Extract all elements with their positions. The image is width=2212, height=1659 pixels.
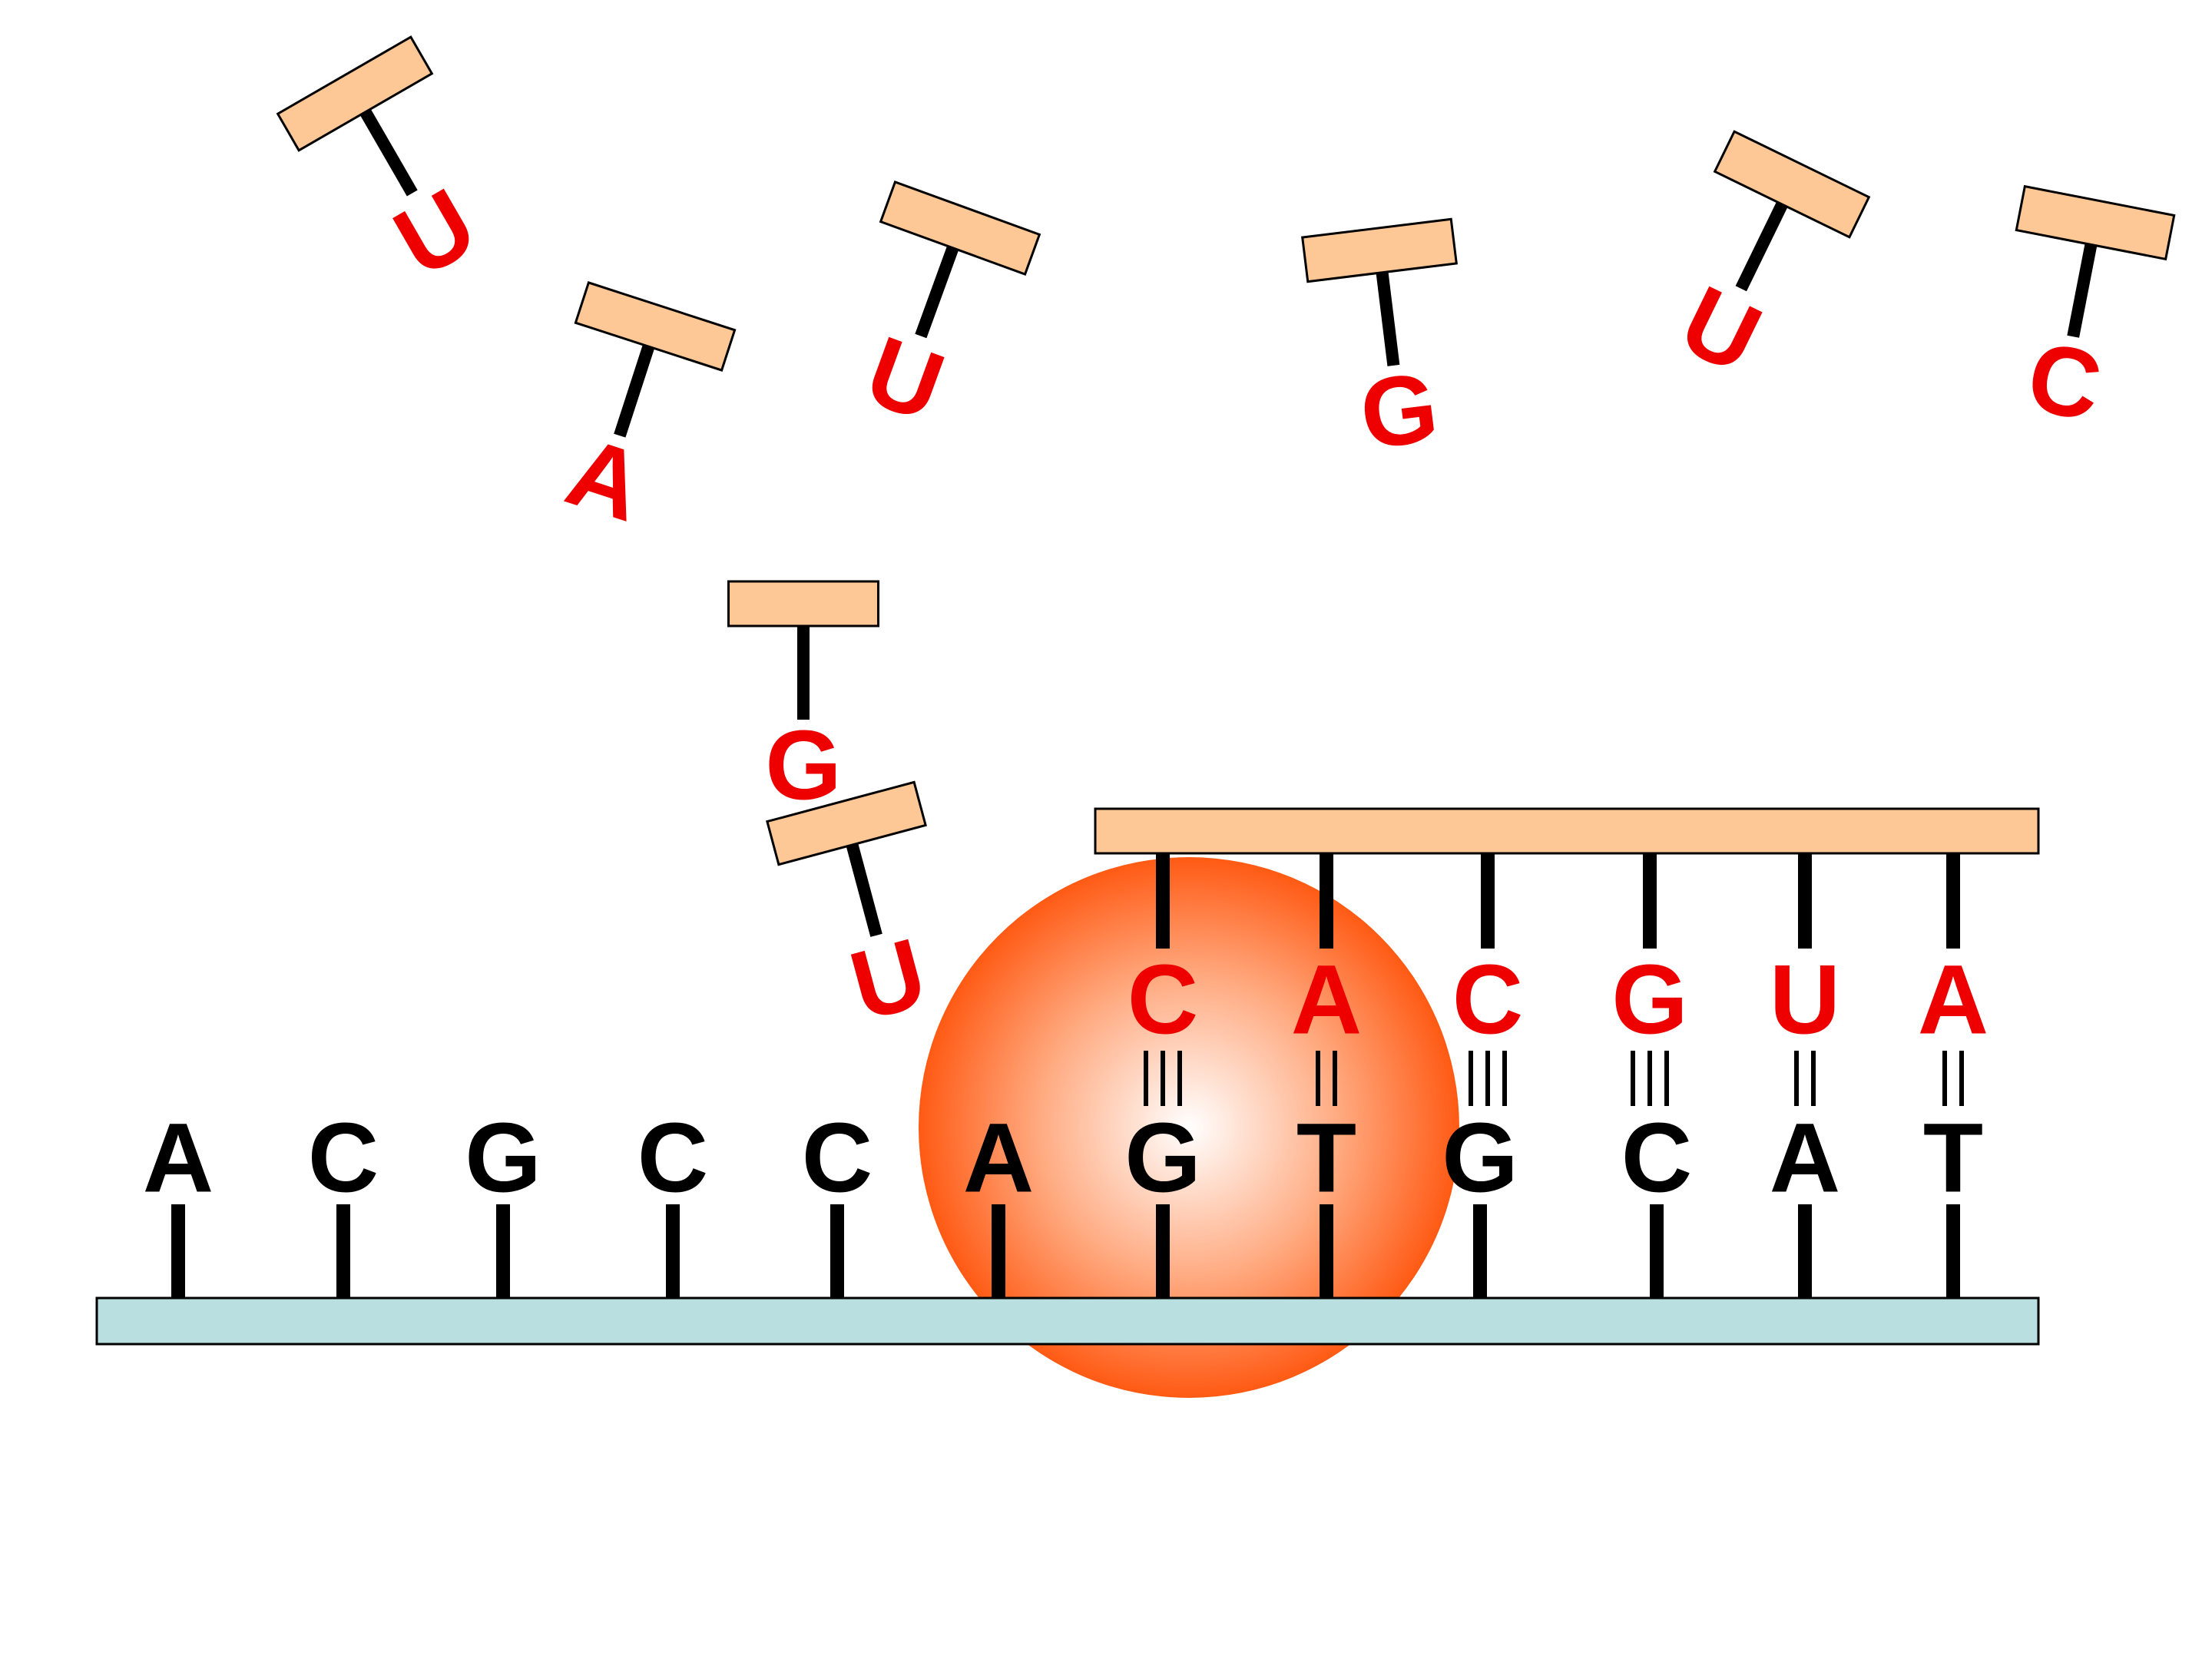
dna-base-letter: C bbox=[637, 1104, 708, 1214]
free-base-letter: U bbox=[853, 316, 957, 443]
ribose-phosphate-block bbox=[574, 281, 737, 372]
dna-nucleotide: C bbox=[308, 1104, 379, 1298]
dna-nucleotide: T bbox=[1923, 1104, 1983, 1298]
dna-base-letter: C bbox=[308, 1104, 379, 1214]
rna-nucleotide: U bbox=[1770, 853, 1840, 1106]
dna-base-letter: A bbox=[1770, 1104, 1840, 1214]
free-base-stem bbox=[614, 344, 655, 438]
free-base-stem bbox=[1376, 271, 1400, 366]
free-ribonucleotide: U bbox=[853, 180, 1041, 443]
free-ribonucleotide: G bbox=[1301, 217, 1458, 470]
ribose-phosphate-block bbox=[276, 35, 434, 152]
hydrogen-bonds bbox=[1144, 1051, 1182, 1106]
free-base-stem bbox=[359, 108, 418, 197]
free-base-stem bbox=[1735, 201, 1788, 292]
free-ribonucleotide: C bbox=[2015, 184, 2176, 442]
free-base-stem bbox=[846, 843, 882, 937]
ribose-phosphate-block bbox=[879, 180, 1041, 276]
dna-nucleotide: G bbox=[465, 1104, 541, 1298]
dna-base-letter: T bbox=[1296, 1104, 1356, 1214]
rna-base-letter: G bbox=[1611, 945, 1688, 1055]
rna-base-letter: A bbox=[1291, 945, 1362, 1055]
ribose-phosphate-block bbox=[1713, 130, 1871, 239]
free-base-stem bbox=[2067, 243, 2098, 338]
rna-base-letter: U bbox=[1770, 945, 1840, 1055]
dna-nucleotide: G bbox=[1442, 1104, 1518, 1298]
dna-nucleotide: G bbox=[1124, 1104, 1201, 1298]
dna-nucleotide: A bbox=[963, 1104, 1034, 1298]
free-ribonucleotide: U bbox=[1665, 130, 1871, 395]
rna-nucleotide: A bbox=[1291, 853, 1362, 1106]
dna-nucleotide: C bbox=[802, 1104, 873, 1298]
ribose-phosphate-block bbox=[1301, 217, 1458, 283]
dna-nucleotide: C bbox=[1621, 1104, 1692, 1298]
dna-nucleotide: A bbox=[143, 1104, 214, 1298]
dna-base-letter: A bbox=[143, 1104, 214, 1214]
free-base-letter: A bbox=[555, 416, 656, 543]
rna-nucleotide: G bbox=[1611, 853, 1688, 1106]
free-ribonucleotide: U bbox=[276, 35, 494, 298]
rna-nucleotide: A bbox=[1918, 853, 1988, 1106]
hydrogen-bonds bbox=[1469, 1051, 1507, 1106]
free-base-letter: U bbox=[839, 918, 936, 1042]
dna-nucleotide: T bbox=[1296, 1104, 1356, 1298]
free-base-letter: G bbox=[1355, 352, 1444, 470]
dna-backbone bbox=[95, 1296, 2040, 1346]
dna-base-letter: G bbox=[465, 1104, 541, 1214]
hydrogen-bonds bbox=[1794, 1051, 1816, 1106]
rna-base-letter: A bbox=[1918, 945, 1988, 1055]
free-ribonucleotide: G bbox=[727, 580, 879, 821]
dna-base-letter: T bbox=[1923, 1104, 1983, 1214]
hydrogen-bonds bbox=[1942, 1051, 1964, 1106]
hydrogen-bonds bbox=[1316, 1051, 1337, 1106]
ribose-phosphate-block bbox=[727, 580, 879, 628]
free-base-stem bbox=[915, 246, 959, 339]
dna-base-letter: A bbox=[963, 1104, 1034, 1214]
free-base-letter: U bbox=[1665, 265, 1777, 395]
dna-base-letter: C bbox=[1621, 1104, 1692, 1214]
free-base-letter: G bbox=[765, 711, 842, 821]
dna-nucleotide: C bbox=[637, 1104, 708, 1298]
dna-base-letter: G bbox=[1442, 1104, 1518, 1214]
rna-nucleotide: C bbox=[1452, 853, 1523, 1106]
ribose-phosphate-block bbox=[766, 780, 927, 866]
rna-base-letter: C bbox=[1128, 945, 1198, 1055]
dna-base-letter: G bbox=[1124, 1104, 1201, 1214]
hydrogen-bonds bbox=[1631, 1051, 1669, 1106]
rna-backbone bbox=[1094, 807, 2040, 855]
free-base-letter: C bbox=[2019, 321, 2110, 442]
free-ribonucleotide: A bbox=[555, 281, 737, 543]
rna-nucleotide: C bbox=[1128, 853, 1198, 1106]
dna-base-letter: C bbox=[802, 1104, 873, 1214]
dna-nucleotide: A bbox=[1770, 1104, 1840, 1298]
rna-base-letter: C bbox=[1452, 945, 1523, 1055]
free-base-letter: U bbox=[377, 167, 494, 298]
